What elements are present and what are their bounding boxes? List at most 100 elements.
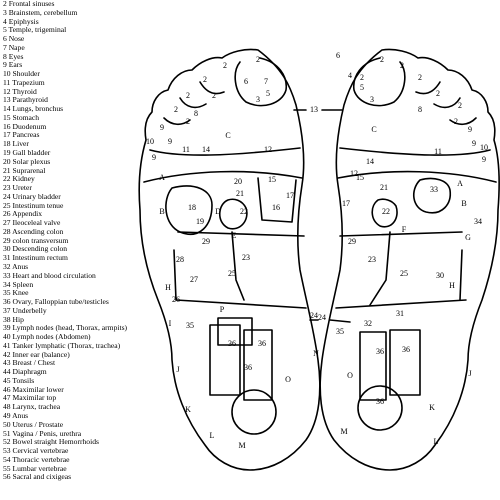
left_foot_labels-label: 36 — [244, 363, 252, 372]
left_foot_labels-label: 2 — [186, 117, 190, 126]
right_foot_labels-label: 2 — [400, 61, 404, 70]
right_foot_labels-label: J — [468, 369, 471, 378]
right_foot_labels-label: 2 — [436, 89, 440, 98]
left_foot_labels-label: P — [220, 305, 225, 314]
left_foot_labels-label: 18 — [188, 203, 196, 212]
right-heel-box-2 — [360, 332, 386, 400]
right_foot_labels-label: 34 — [474, 217, 482, 226]
right-toe-line-2 — [434, 98, 460, 107]
right_foot_labels-label: 30 — [436, 271, 444, 280]
right_foot_labels-label: 15 — [356, 173, 364, 182]
left_foot_labels-label: 36 — [258, 339, 266, 348]
right-heel-box-1 — [390, 330, 420, 395]
right-foot-outline — [320, 49, 499, 470]
left_foot_labels-label: J — [176, 365, 179, 374]
left_foot_labels-label: 28 — [176, 255, 184, 264]
left_foot_labels-label: L — [210, 431, 215, 440]
right_foot_labels-label: 10 — [480, 143, 488, 152]
left_foot_labels-label: 10 — [146, 137, 154, 146]
right_foot_labels-label: 29 — [348, 237, 356, 246]
left_foot_labels-label: 23 — [242, 253, 250, 262]
connector_labels-label: 24 — [318, 313, 326, 322]
left-ureter — [232, 232, 244, 300]
left_foot_labels-label: 16 — [272, 203, 280, 212]
left_foot_labels-label: H — [165, 283, 171, 292]
connector-24-right — [330, 320, 350, 322]
left_foot_labels-label: D — [215, 207, 221, 216]
left_foot_labels-label: 7 — [264, 77, 268, 86]
left_foot_labels-label: E — [232, 231, 237, 240]
right_foot_labels-label: 4 — [348, 71, 352, 80]
left-diaphragm-line — [144, 172, 302, 182]
left_foot_labels-label: 29 — [202, 237, 210, 246]
right_foot_labels-label: L — [434, 437, 439, 446]
right_foot_labels-label: 36 — [376, 347, 384, 356]
left-stomach-region — [258, 178, 296, 222]
right_foot_labels-label: 35 — [336, 327, 344, 336]
left_foot_labels-label: A — [159, 173, 165, 182]
left_foot_labels-label: I — [169, 319, 172, 328]
right-neck-line — [340, 148, 490, 155]
left_foot_labels-label: 19 — [196, 217, 204, 226]
left-toe-line-2 — [180, 98, 206, 107]
right_foot_labels-label: F — [402, 225, 407, 234]
left-toe-big-outline — [235, 58, 286, 106]
left_foot_labels-label: 17 — [286, 191, 294, 200]
right_foot_labels-label: 9 — [482, 155, 486, 164]
left_foot_labels-label: 35 — [186, 321, 194, 330]
left_foot_labels-label: 26 — [172, 295, 180, 304]
right_foot_labels-label: A — [457, 179, 463, 188]
right_foot_labels-label: O — [347, 371, 353, 380]
right_foot_labels-label: 5 — [360, 83, 364, 92]
right-descending-colon — [460, 250, 462, 300]
right_foot_labels-label: B — [461, 199, 466, 208]
left_foot_labels-label: 2 — [212, 91, 216, 100]
connector-labels: 13 24 — [310, 105, 326, 322]
right_foot_labels-label: 3 — [370, 95, 374, 104]
right_foot_labels-label: 23 — [368, 255, 376, 264]
right_foot_labels-label: 2 — [458, 101, 462, 110]
right_foot_labels-label: 21 — [380, 183, 388, 192]
right-heart-region — [414, 178, 451, 212]
right_foot_labels-label: 8 — [418, 105, 422, 114]
left_foot_labels-label: K — [185, 405, 191, 414]
left_foot_labels-label: 25 — [228, 269, 236, 278]
right_foot_labels-label: K — [429, 403, 435, 412]
right_foot_labels-label: 9 — [472, 139, 476, 148]
left_foot_labels-label: 2 — [223, 61, 227, 70]
connector_labels-label: 13 — [310, 105, 318, 114]
left_foot_labels-label: 5 — [266, 89, 270, 98]
right_foot_labels-label: H — [449, 281, 455, 290]
left_foot_labels-label: 2 — [174, 105, 178, 114]
right_foot_labels-label: 2 — [454, 117, 458, 126]
right_foot_labels-label: 14 — [366, 157, 374, 166]
left_foot_labels-label: 11 — [182, 145, 190, 154]
right-ureter — [370, 232, 390, 305]
right_foot_labels-label: 36 — [376, 397, 384, 406]
left_foot_labels-label: O — [285, 375, 291, 384]
right_foot_labels-label: 32 — [364, 319, 372, 328]
left_foot_labels-label: 36 — [228, 339, 236, 348]
right_foot_labels-label: 31 — [396, 309, 404, 318]
left_foot_labels-label: 27 — [190, 275, 198, 284]
left-heel-box-1 — [210, 325, 240, 395]
right_foot_labels-label: 6 — [336, 51, 340, 60]
left_foot_labels-label: 14 — [202, 145, 210, 154]
left_foot_labels-label: 12 — [264, 145, 272, 154]
right_foot_labels-label: 2 — [380, 55, 384, 64]
right-heel-circle — [358, 386, 402, 430]
right_foot_labels-label: 17 — [342, 199, 350, 208]
left_foot_labels-label: B — [159, 207, 164, 216]
left-heel-circle — [232, 390, 276, 434]
right_foot_labels-label: M — [340, 427, 347, 436]
left_foot_labels-label: 20 — [234, 177, 242, 186]
left_foot_labels-label: 8 — [194, 109, 198, 118]
left_foot_labels-label: 3 — [256, 95, 260, 104]
left_foot_labels-label: 2 — [203, 75, 207, 84]
right_foot_labels-label: 33 — [430, 185, 438, 194]
left_foot_labels-label: 15 — [268, 175, 276, 184]
left-neck-line — [150, 148, 300, 155]
right_foot_labels-label: G — [465, 233, 471, 242]
left_foot_labels-label: C — [225, 131, 230, 140]
